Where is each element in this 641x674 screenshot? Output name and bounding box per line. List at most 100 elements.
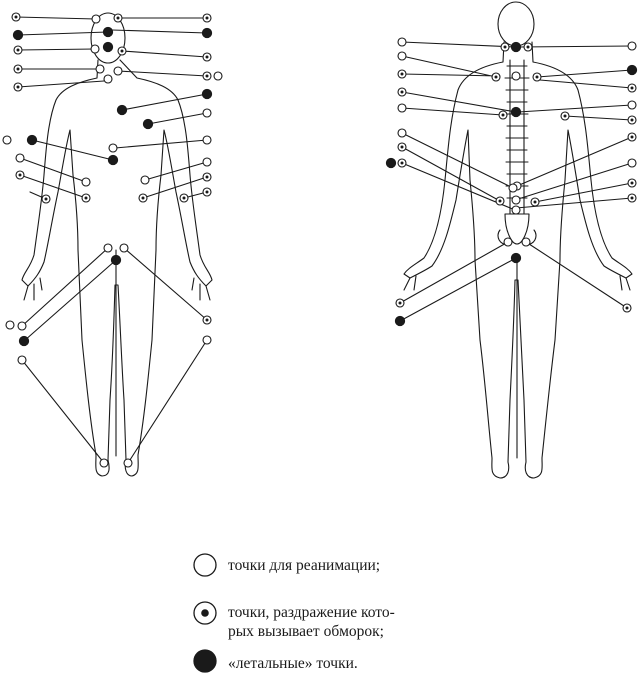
- resuscitation-point: [508, 183, 518, 193]
- fainting-point: [202, 172, 212, 182]
- body-points-figure: [2, 1, 638, 479]
- resuscitation-point: [503, 237, 513, 247]
- fainting-point: [202, 187, 212, 197]
- front-body-outline: [21, 12, 213, 477]
- fainting-point: [495, 196, 505, 206]
- legend-text-fainting: точки, раздражение кото- рых вызывает об…: [228, 604, 395, 640]
- resuscitation-point: [397, 128, 407, 138]
- resuscitation-point: [140, 175, 150, 185]
- lethal-point: [26, 134, 38, 146]
- resuscitation-point: [627, 158, 637, 168]
- lethal-point: [18, 335, 30, 347]
- resuscitation-point: [202, 108, 212, 118]
- resuscitation-point: [113, 66, 123, 76]
- leader-lines: [15, 16, 633, 464]
- fainting-point: [627, 115, 637, 125]
- resuscitation-point: [123, 458, 133, 468]
- resuscitation-point: [5, 320, 15, 330]
- fainting-point: [627, 83, 637, 93]
- lethal-point: [385, 157, 397, 169]
- fainting-point: [179, 193, 189, 203]
- lethal-point: [201, 88, 213, 100]
- fainting-point: [491, 72, 501, 82]
- fainting-point: [81, 193, 91, 203]
- resuscitation-point: [91, 14, 101, 24]
- fainting-point: [560, 111, 570, 121]
- spine-drawing: [497, 59, 537, 245]
- lethal-point: [107, 154, 119, 166]
- lethal-point: [626, 64, 638, 76]
- resuscitation-point: [627, 41, 637, 51]
- fainting-point: [11, 12, 21, 22]
- fainting-point: [397, 87, 407, 97]
- resuscitation-point: [17, 321, 27, 331]
- resuscitation-point: [108, 143, 118, 153]
- fainting-point: [622, 303, 632, 313]
- resuscitation-point: [103, 243, 113, 253]
- lethal-point: [201, 27, 213, 39]
- fainting-point: [397, 69, 407, 79]
- dotted-circle-icon: [193, 601, 217, 625]
- legend-item-resuscitation: точки для реанимации;: [192, 552, 380, 578]
- open-circle-icon: [193, 553, 217, 577]
- resuscitation-point: [202, 135, 212, 145]
- lethal-point: [510, 106, 522, 118]
- lethal-point: [116, 104, 128, 116]
- resuscitation-point: [511, 205, 521, 215]
- lethal-point: [102, 26, 114, 38]
- points-layer: [2, 12, 638, 468]
- fainting-point: [117, 46, 127, 56]
- lethal-point: [102, 41, 114, 53]
- fainting-point: [530, 197, 540, 207]
- fainting-point: [138, 193, 148, 203]
- fainting-point: [627, 132, 637, 142]
- lethal-point: [12, 29, 24, 41]
- legend-item-fainting: точки, раздражение кото- рых вызывает об…: [192, 600, 395, 641]
- fainting-point: [202, 315, 212, 325]
- fainting-point: [523, 42, 533, 52]
- resuscitation-point: [2, 135, 12, 145]
- resuscitation-point: [397, 51, 407, 61]
- lethal-point: [510, 41, 522, 53]
- legend-text-resuscitation: точки для реанимации;: [228, 557, 381, 574]
- fainting-point: [41, 194, 51, 204]
- lethal-point: [110, 254, 122, 266]
- lethal-point: [394, 315, 406, 327]
- fainting-point: [500, 42, 510, 52]
- resuscitation-point: [119, 243, 129, 253]
- resuscitation-point: [202, 157, 212, 167]
- fainting-point: [627, 178, 637, 188]
- fainting-point: [202, 71, 212, 81]
- resuscitation-point: [397, 37, 407, 47]
- fainting-point: [15, 170, 25, 180]
- resuscitation-point: [90, 44, 100, 54]
- fainting-point: [13, 64, 23, 74]
- resuscitation-point: [511, 71, 521, 81]
- resuscitation-point: [521, 237, 531, 247]
- resuscitation-point: [627, 100, 637, 110]
- resuscitation-point: [99, 458, 109, 468]
- fainting-point: [13, 82, 23, 92]
- filled-circle-icon: [193, 649, 217, 673]
- fainting-point: [532, 72, 542, 82]
- resuscitation-point: [17, 355, 27, 365]
- lethal-point: [510, 252, 522, 264]
- fainting-point: [397, 158, 407, 168]
- fainting-point: [13, 45, 23, 55]
- legend-item-lethal: «летальные» точки.: [192, 648, 358, 674]
- resuscitation-point: [81, 177, 91, 187]
- resuscitation-point: [511, 195, 521, 205]
- fainting-point: [627, 193, 637, 203]
- resuscitation-point: [95, 64, 105, 74]
- fainting-point: [498, 110, 508, 120]
- fainting-point: [397, 142, 407, 152]
- fainting-point: [395, 298, 405, 308]
- resuscitation-point: [213, 71, 223, 81]
- resuscitation-point: [15, 153, 25, 163]
- resuscitation-point: [103, 74, 113, 84]
- fainting-point: [202, 52, 212, 62]
- fainting-point: [113, 13, 123, 23]
- legend-text-lethal: «летальные» точки.: [228, 655, 358, 672]
- resuscitation-point: [202, 335, 212, 345]
- lethal-point: [142, 118, 154, 130]
